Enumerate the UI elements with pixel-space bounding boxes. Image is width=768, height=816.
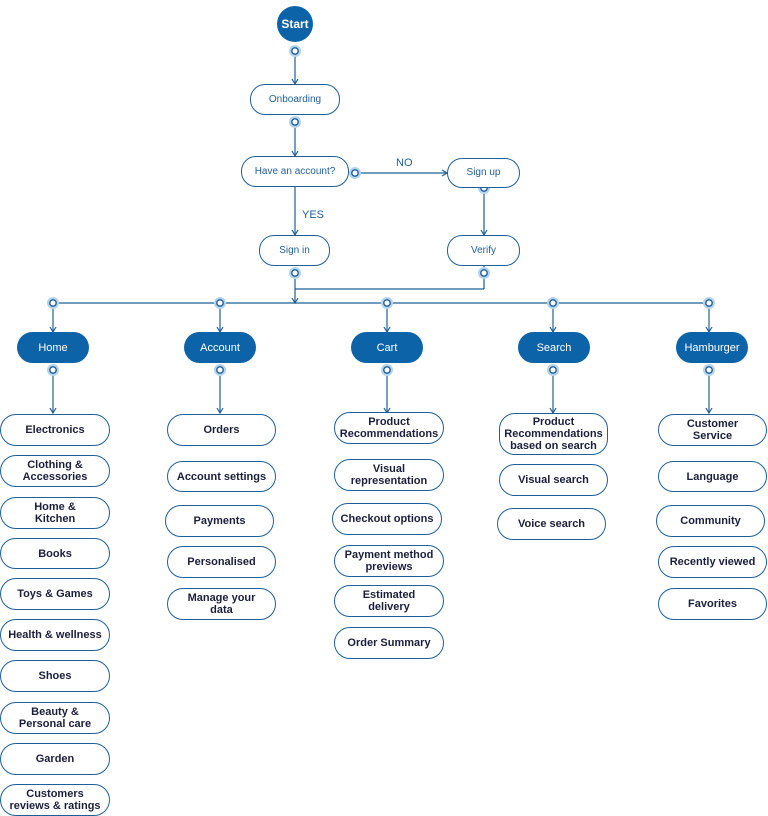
leaf-search-2: Voice search	[497, 508, 606, 540]
bus-dot	[381, 297, 393, 309]
start-dot	[289, 45, 301, 57]
leaf-home-6: Shoes	[0, 660, 110, 692]
leaf-account-1: Account settings	[167, 461, 276, 492]
leaf-home-5: Health & wellness	[0, 619, 110, 651]
yes-label: YES	[302, 209, 325, 221]
leaf-home-3: Books	[0, 538, 110, 569]
leaf-hamburger-0: Customer Service	[658, 414, 767, 446]
leaf-account-4: Manage your data	[167, 588, 276, 620]
bus-dot	[703, 297, 715, 309]
have-account-decision: Have an account?	[241, 156, 349, 187]
sign-up-node: Sign up	[447, 158, 520, 188]
no-label: NO	[396, 157, 413, 169]
sign-in-node: Sign in	[259, 235, 330, 266]
category-cart: Cart	[351, 332, 423, 363]
category-dot	[547, 364, 559, 376]
leaf-hamburger-2: Community	[656, 505, 765, 537]
leaf-home-9: Customers reviews & ratings	[0, 784, 110, 816]
leaf-hamburger-3: Recently viewed	[658, 546, 767, 578]
leaf-home-7: Beauty & Personal care	[0, 702, 110, 734]
category-dot	[703, 364, 715, 376]
leaf-account-2: Payments	[165, 505, 274, 537]
arrowhead	[705, 407, 713, 415]
decision-dot	[349, 167, 361, 179]
arrowhead	[216, 407, 224, 415]
onboarding-dot	[289, 116, 301, 128]
leaf-home-8: Garden	[0, 743, 110, 775]
leaf-home-2: Home & Kitchen	[0, 497, 110, 529]
category-account: Account	[184, 332, 256, 363]
leaf-account-3: Personalised	[167, 546, 276, 578]
bus-dot	[547, 297, 559, 309]
leaf-cart-5: Order Summary	[334, 627, 444, 659]
leaf-search-0: Product Recommendations based on search	[499, 413, 608, 455]
leaf-home-1: Clothing & Accessories	[0, 455, 110, 487]
category-dot	[381, 364, 393, 376]
category-home: Home	[17, 332, 89, 363]
leaf-cart-1: Visual representation	[334, 459, 444, 491]
category-hamburger: Hamburger	[676, 332, 748, 363]
leaf-cart-2: Checkout options	[332, 503, 442, 535]
start-node: Start	[277, 6, 313, 42]
leaf-cart-4: Estimated delivery	[334, 585, 444, 617]
leaf-home-0: Electronics	[0, 414, 110, 446]
leaf-search-1: Visual search	[499, 464, 608, 496]
leaf-hamburger-4: Favorites	[658, 588, 767, 620]
leaf-account-0: Orders	[167, 414, 276, 446]
bus-dot	[214, 297, 226, 309]
verify-dot	[478, 267, 490, 279]
onboarding-node: Onboarding	[250, 84, 340, 115]
leaf-hamburger-1: Language	[658, 461, 767, 492]
bus-dot	[47, 297, 59, 309]
signin-dot	[289, 267, 301, 279]
category-search: Search	[518, 332, 590, 363]
category-dot	[214, 364, 226, 376]
arrowhead	[49, 407, 57, 415]
leaf-cart-3: Payment method previews	[334, 545, 444, 577]
leaf-home-4: Toys & Games	[0, 578, 110, 610]
verify-node: Verify	[447, 235, 520, 266]
category-dot	[47, 364, 59, 376]
leaf-cart-0: Product Recommendations	[334, 412, 444, 444]
